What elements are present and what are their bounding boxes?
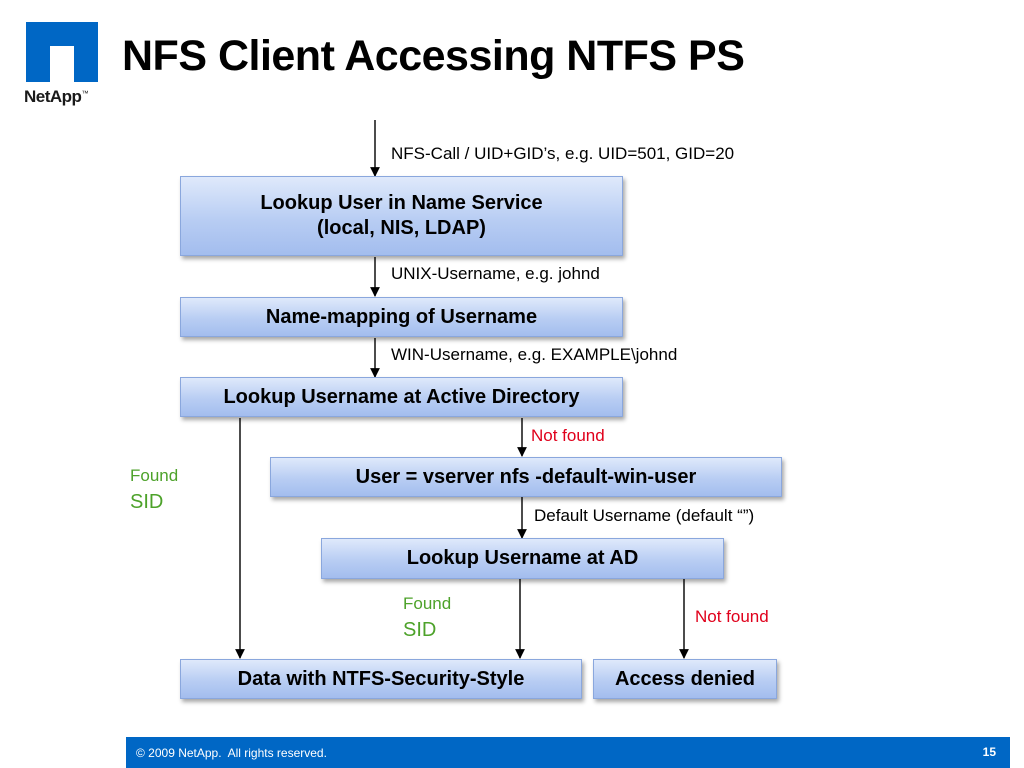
page-number: 15: [982, 745, 996, 759]
label-unix-username: UNIX-Username, e.g. johnd: [391, 264, 600, 283]
box-default-win-user: User = vserver nfs -default-win-user: [270, 457, 782, 497]
box-lookup-ad: Lookup Username at AD: [321, 538, 724, 579]
box-lookup-name-service-line2: (local, NIS, LDAP): [317, 217, 486, 239]
box-lookup-name-service: Lookup User in Name Service (local, NIS,…: [180, 176, 623, 256]
box-name-mapping: Name-mapping of Username: [180, 297, 623, 337]
footer-bar: © 2009 NetApp. All rights reserved. 15: [126, 737, 1010, 768]
box-lookup-name-service-line1: Lookup User in Name Service: [260, 192, 543, 214]
label-not-found-1: Not found: [531, 426, 605, 445]
label-not-found-2: Not found: [695, 607, 769, 626]
netapp-logo: NetApp™: [24, 22, 98, 106]
label-sid-2: SID: [403, 619, 437, 641]
label-found-1: Found: [130, 466, 179, 485]
box-access-denied: Access denied: [593, 659, 777, 699]
netapp-logo-icon: [26, 22, 98, 82]
label-win-username: WIN-Username, e.g. EXAMPLE\johnd: [391, 345, 678, 364]
label-default-username: Default Username (default “”): [534, 506, 755, 525]
label-found-sid-2: Found SID: [403, 591, 451, 643]
label-sid-1: SID: [130, 491, 164, 513]
slide-title: NFS Client Accessing NTFS PS: [122, 32, 745, 80]
box-data-ntfs-security-style: Data with NTFS-Security-Style: [180, 659, 582, 699]
label-nfs-call: NFS-Call / UID+GID’s, e.g. UID=501, GID=…: [391, 144, 735, 163]
label-found-sid-1: Found SID: [130, 463, 178, 515]
label-found-2: Found: [403, 594, 452, 613]
box-lookup-active-directory: Lookup Username at Active Directory: [180, 377, 623, 417]
netapp-logo-text: NetApp™: [24, 87, 88, 106]
footer-copyright: © 2009 NetApp. All rights reserved.: [136, 746, 327, 760]
